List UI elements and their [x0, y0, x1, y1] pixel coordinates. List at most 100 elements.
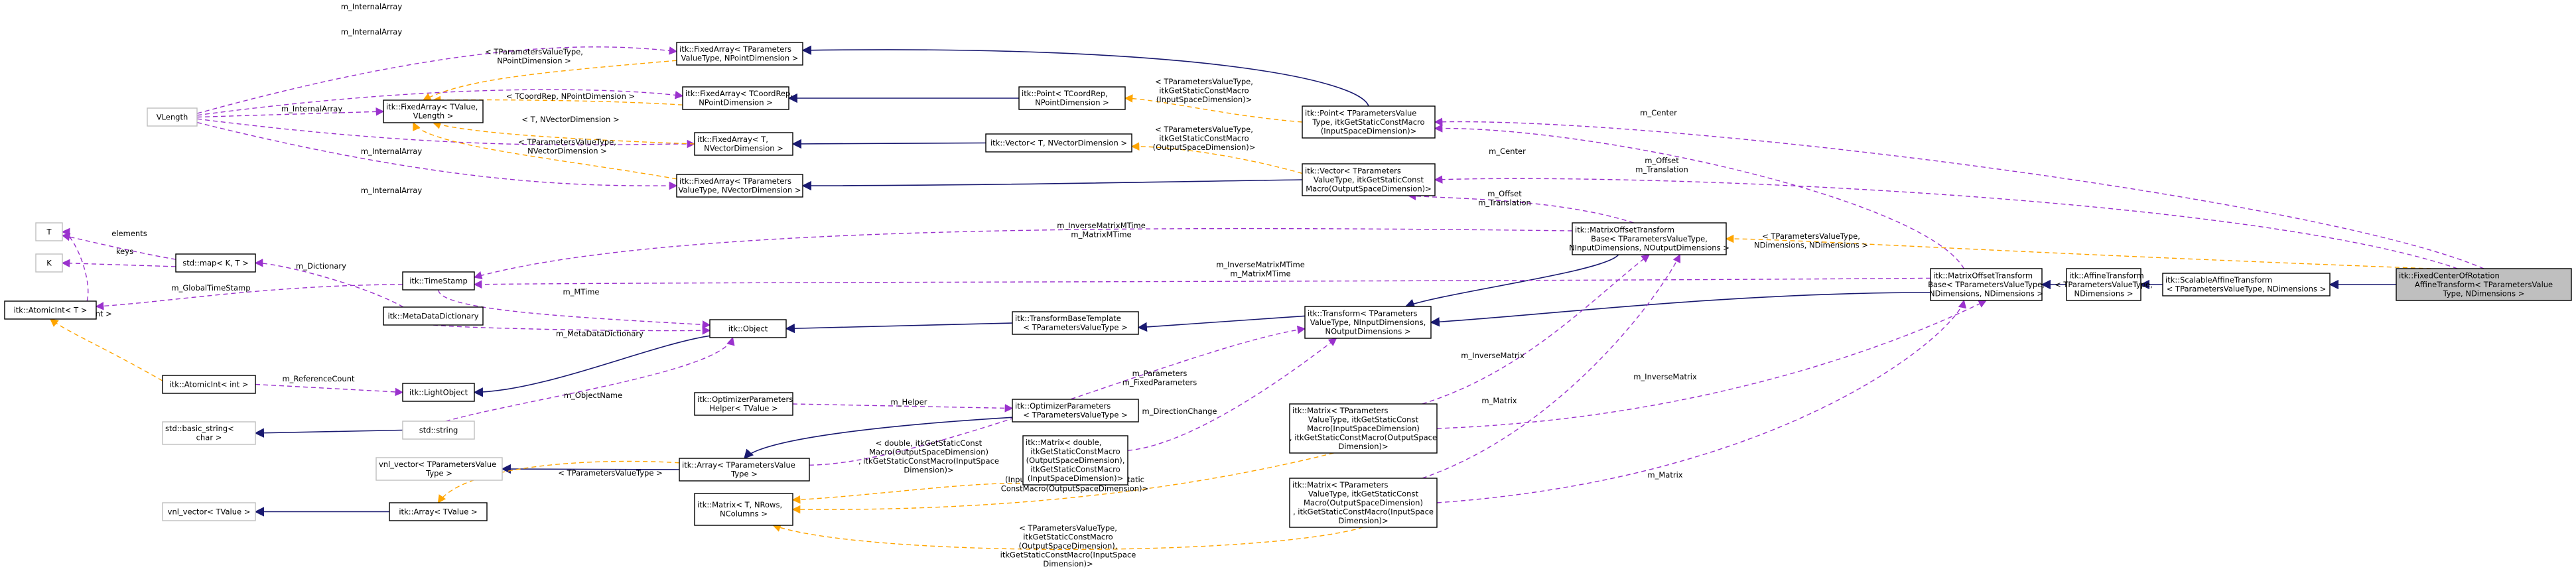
class-node-label-line: itk::Matrix< TParameters	[1292, 406, 1388, 415]
class-node-box	[35, 253, 63, 273]
class-node-label-line: std::map< K, T >	[182, 259, 249, 268]
class-node-label-line: NVectorDimension >	[704, 144, 783, 153]
class-node-label-line: Dimension)>	[1338, 516, 1388, 525]
class-node-matrixtrc[interactable]: itk::Matrix< T, NRows,NColumns >	[694, 493, 793, 526]
class-node-label: itk::FixedArray< T,NVectorDimension >	[697, 135, 783, 153]
class-node-matrixdouble[interactable]: itk::Matrix< double,itkGetStaticConstMac…	[1022, 435, 1128, 486]
edge-label-line: m_MTime	[563, 287, 599, 296]
class-node-label: itk::Vector< T, NVectorDimension >	[990, 139, 1127, 148]
class-node-label: T	[46, 228, 52, 237]
edge-label: < TParametersValueType,itkGetStaticConst…	[1000, 523, 1136, 568]
edge-label-line: m_MatrixMTime	[1230, 269, 1290, 279]
usage-edge	[433, 324, 711, 335]
usage-edge	[1434, 175, 2458, 269]
edge-label-line: < TParametersValueType,	[1762, 231, 1860, 241]
usage-edge	[1436, 299, 1967, 503]
inheritance-edge	[801, 179, 1303, 191]
class-node-label-line: itk::FixedArray< TCoordRep,	[685, 89, 793, 98]
class-node-box	[1018, 86, 1126, 110]
class-node-lightobj[interactable]: itk::LightObject	[402, 383, 475, 402]
template-edge	[1124, 94, 1303, 123]
class-node-object[interactable]: itk::Object	[709, 319, 787, 338]
edge-label-line: < TParametersValueType,	[1019, 523, 1117, 533]
class-node-box	[147, 107, 198, 127]
class-node-label-line: itk::Vector< T, NVectorDimension >	[990, 139, 1127, 148]
edge-label-line: < double, itkGetStaticConst	[876, 438, 983, 448]
usage-edge	[1422, 253, 1681, 479]
edge-label: < TParametersValueType,NDimensions, NDim…	[1754, 231, 1868, 250]
edge-label-line: m_ReferenceCount	[282, 374, 355, 383]
class-node-label-line: ValueType, itkGetStaticConst	[1314, 175, 1424, 184]
class-node-label: itk::OptimizerParameters< TParametersVal…	[1015, 401, 1128, 420]
class-node-vlength[interactable]: VLength	[147, 107, 198, 127]
edge-label: m_InternalArray	[361, 186, 422, 195]
class-node-atomic[interactable]: itk::AtomicInt< T >	[4, 300, 97, 320]
class-node-fixedtvaluevl[interactable]: itk::FixedArray< TValue,VLength >	[383, 99, 484, 123]
class-node-stdmap[interactable]: std::map< K, T >	[175, 253, 256, 273]
class-node-box	[694, 132, 793, 156]
class-node-vnltvalue[interactable]: vnl_vector< TValue >	[162, 502, 256, 521]
class-node-box	[35, 222, 63, 241]
class-node-label-line: Base< TParametersValueType,	[1591, 234, 1708, 243]
edge-label: < TParametersValueType,NPointDimension >	[485, 47, 583, 66]
class-node-aff[interactable]: itk::AffineTransform< TParametersValueTy…	[2055, 268, 2153, 301]
usage-edge	[255, 383, 404, 397]
class-node-label-line: NOutputDimensions >	[1325, 326, 1411, 336]
class-node-k[interactable]: K	[35, 253, 63, 273]
class-node-stdstring[interactable]: std::string	[402, 421, 475, 440]
class-node-vectort[interactable]: itk::Vector< T, NVectorDimension >	[985, 133, 1132, 153]
class-node-label-line: itk::Point< TCoordRep,	[1022, 89, 1108, 98]
usage-edge	[1407, 192, 1635, 224]
class-node-basicstring[interactable]: std::basic_string<char >	[162, 421, 256, 445]
class-node-label-line: ValueType, NPointDimension >	[681, 54, 799, 63]
edge-label-line: (InputSpaceDimension)>	[1156, 95, 1253, 104]
class-node-label-line: < TParametersValueType >	[1023, 323, 1127, 332]
class-node-scalaff[interactable]: itk::ScalableAffineTransform< TParameter…	[2162, 273, 2331, 296]
edge-label-line: Macro(OutputSpaceDimension)	[869, 448, 988, 457]
class-node-label-line: NDimensions >	[2074, 289, 2133, 298]
class-node-fixedt_nvd[interactable]: itk::FixedArray< T,NVectorDimension >	[694, 132, 793, 156]
class-node-atomicint[interactable]: itk::AtomicInt< int >	[162, 375, 256, 394]
class-node-label-line: itk::FixedArray< TParameters	[679, 176, 791, 186]
class-node-box	[402, 421, 475, 440]
template-edge	[432, 121, 695, 145]
class-node-label-line: VLength	[157, 113, 188, 122]
class-node-tbt[interactable]: itk::TransformBaseTemplate< TParametersV…	[1012, 311, 1139, 335]
class-node-label-line: std::basic_string<	[165, 424, 234, 433]
class-node-box	[2066, 268, 2141, 301]
edge-label: < TParametersValueType,itkGetStaticConst…	[1155, 77, 1253, 104]
class-node-label-line: Type >	[425, 469, 452, 478]
edge-labels-layer: m_InternalArraym_InternalArraym_Internal…	[84, 2, 1868, 568]
inheritance-edge	[473, 335, 711, 397]
class-node-box	[985, 133, 1132, 153]
edge-label-line: m_InverseMatrix	[1461, 351, 1525, 360]
class-node-opt[interactable]: itk::OptimizerParameters< TParametersVal…	[1012, 399, 1139, 423]
class-node-metadict[interactable]: itk::MetaDataDictionary	[383, 306, 484, 326]
class-node-arraytvalue[interactable]: itk::Array< TValue >	[389, 502, 488, 521]
class-node-label-line: Macro(OutputSpaceDimension)>	[1306, 184, 1432, 193]
class-node-timestamp[interactable]: itk::TimeStamp	[402, 271, 475, 291]
class-node-pointtcr[interactable]: itk::Point< TCoordRep,NPointDimension >	[1018, 86, 1126, 110]
class-node-box	[1012, 399, 1139, 423]
class-node-t[interactable]: T	[35, 222, 63, 241]
class-node-label-line: ValueType, NVectorDimension >	[679, 186, 801, 195]
class-node-fixedtcr[interactable]: itk::FixedArray< TCoordRep,NPointDimensi…	[682, 86, 793, 110]
class-node-label: itk::AtomicInt< int >	[170, 380, 249, 389]
